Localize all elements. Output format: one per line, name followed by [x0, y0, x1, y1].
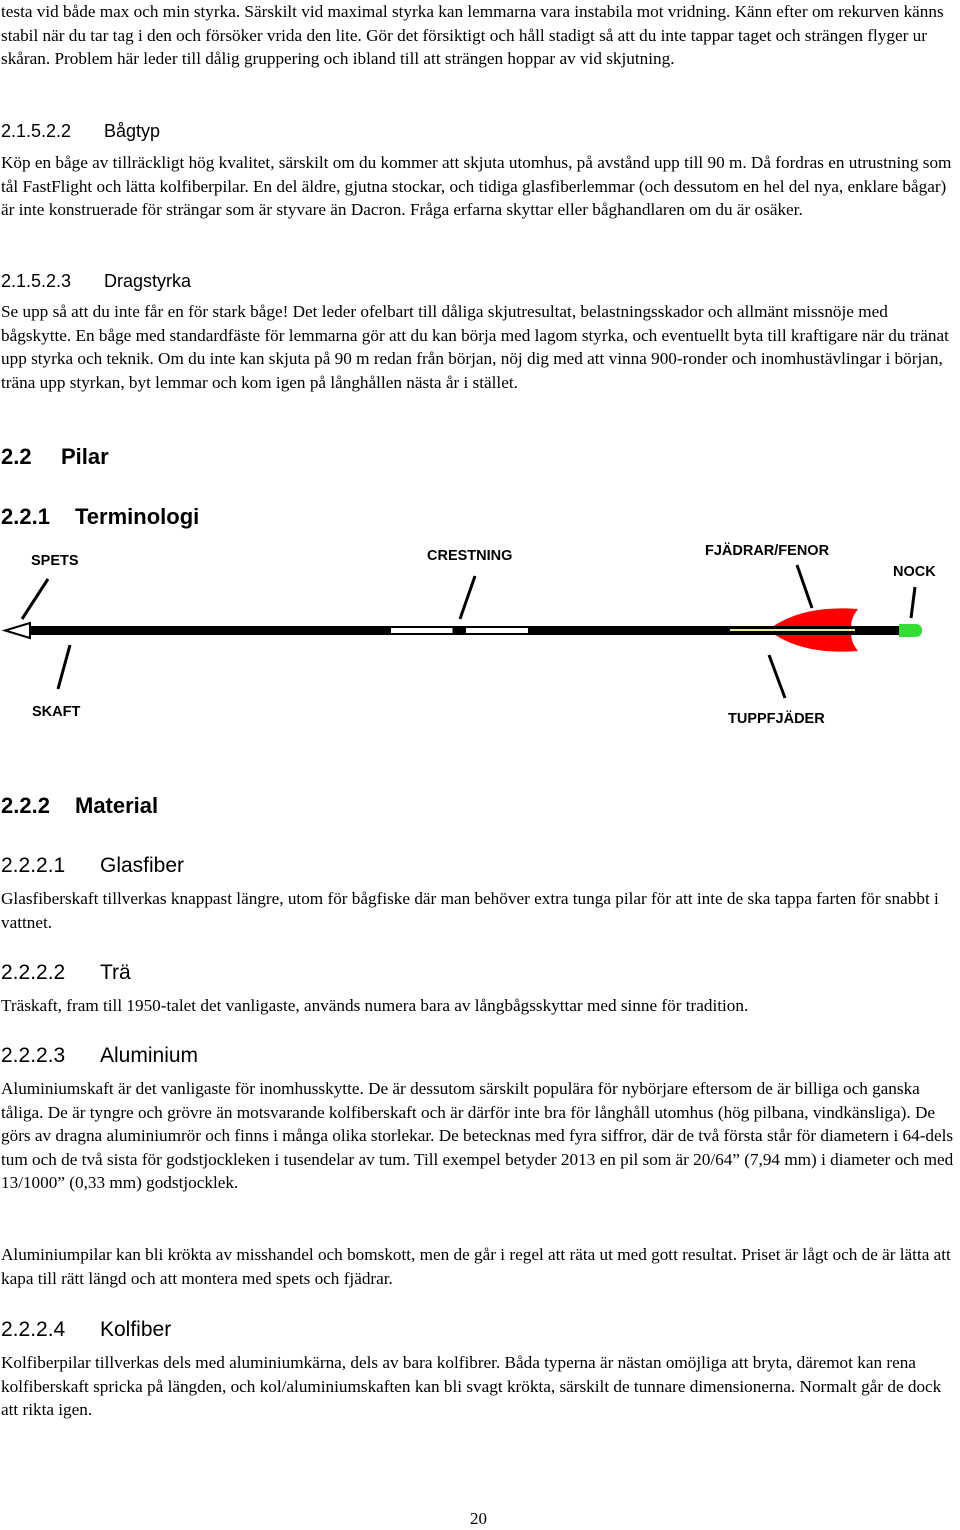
paragraph-kolfiber: Kolfiberpilar tillverkas dels med alumin…: [1, 1353, 942, 1420]
heading-pilar: 2.2 Pilar: [1, 443, 109, 471]
heading-material: 2.2.2 Material: [1, 792, 158, 820]
heading-glasfiber: 2.2.2.1 Glasfiber: [1, 853, 184, 879]
heading-dragstyrka: 2.1.5.2.3 Dragstyrka: [1, 270, 191, 292]
heading-text: Dragstyrka: [104, 271, 192, 291]
arrow-nock: [899, 624, 922, 637]
heading-text: Pilar: [61, 444, 109, 469]
heading-text: Glasfiber: [100, 854, 185, 877]
paragraph-aluminium-2: Aluminiumpilar kan bli krökta av misshan…: [1, 1245, 951, 1288]
heading-number: 2.1.5.2.2: [1, 121, 72, 141]
pointer-skaft: [56, 644, 72, 690]
paragraph-glasfiber: Glasfiberskaft tillverkas knappast längr…: [1, 889, 939, 932]
heading-aluminium: 2.2.2.3 Aluminium: [1, 1043, 198, 1069]
heading-number: 2.2.2: [1, 793, 50, 818]
arrow-shaft: [28, 626, 900, 635]
heading-text: Trä: [100, 961, 131, 984]
paragraph-intro: testa vid både max och min styrka. Särsk…: [1, 2, 944, 69]
label-crestning: CRESTNING: [427, 548, 512, 564]
heading-number: 2.2.2.4: [1, 1318, 66, 1341]
label-spets: SPETS: [31, 553, 79, 569]
heading-number: 2.2: [1, 444, 32, 469]
arrow-cresting: [391, 628, 528, 633]
heading-number: 2.2.1: [1, 504, 50, 529]
heading-tra: 2.2.2.2 Trä: [1, 960, 131, 986]
heading-kolfiber: 2.2.2.4 Kolfiber: [1, 1317, 171, 1343]
paragraph-dragstyrka: Se upp så att du inte får en för stark b…: [1, 302, 949, 392]
heading-text: Material: [75, 793, 159, 818]
label-tuppfjader: TUPPFJÄDER: [728, 710, 825, 727]
heading-number: 2.2.2.2: [1, 961, 66, 984]
fletching-base-stripe: [730, 629, 855, 631]
label-fjadrar: FJÄDRAR/FENOR: [705, 542, 830, 559]
pointer-spets: [20, 578, 50, 620]
fletching-top: [768, 608, 858, 630]
heading-terminologi: 2.2.1 Terminologi: [1, 503, 199, 531]
pointer-tuppfjader: [767, 654, 787, 699]
heading-text: Terminologi: [75, 504, 200, 529]
heading-number: 2.1.5.2.3: [1, 271, 72, 291]
paragraph-bagtyp: Köp en båge av tillräckligt hög kvalitet…: [1, 153, 952, 220]
pointer-crestning: [458, 575, 477, 620]
fletching-cock: [768, 630, 858, 652]
arrow-terminology-diagram: SPETS CRESTNING FJÄDRAR/FENOR NOCK SKAFT…: [1, 542, 936, 727]
pointer-fjadrar: [795, 564, 814, 609]
paragraph-tra: Träskaft, fram till 1950-talet det vanli…: [1, 996, 749, 1015]
label-nock: NOCK: [893, 564, 936, 580]
page-number: 20: [470, 1509, 487, 1528]
label-skaft: SKAFT: [32, 704, 80, 720]
heading-number: 2.2.2.1: [1, 854, 66, 877]
heading-number: 2.2.2.3: [1, 1044, 66, 1067]
pointer-nock: [909, 586, 917, 619]
paragraph-aluminium-1: Aluminiumskaft är det vanligaste för ino…: [1, 1079, 954, 1193]
heading-text: Kolfiber: [100, 1318, 172, 1341]
arrow-point: [1, 621, 31, 640]
heading-bagtyp: 2.1.5.2.2 Bågtyp: [1, 120, 160, 142]
heading-text: Aluminium: [100, 1044, 199, 1067]
heading-text: Bågtyp: [104, 121, 161, 141]
